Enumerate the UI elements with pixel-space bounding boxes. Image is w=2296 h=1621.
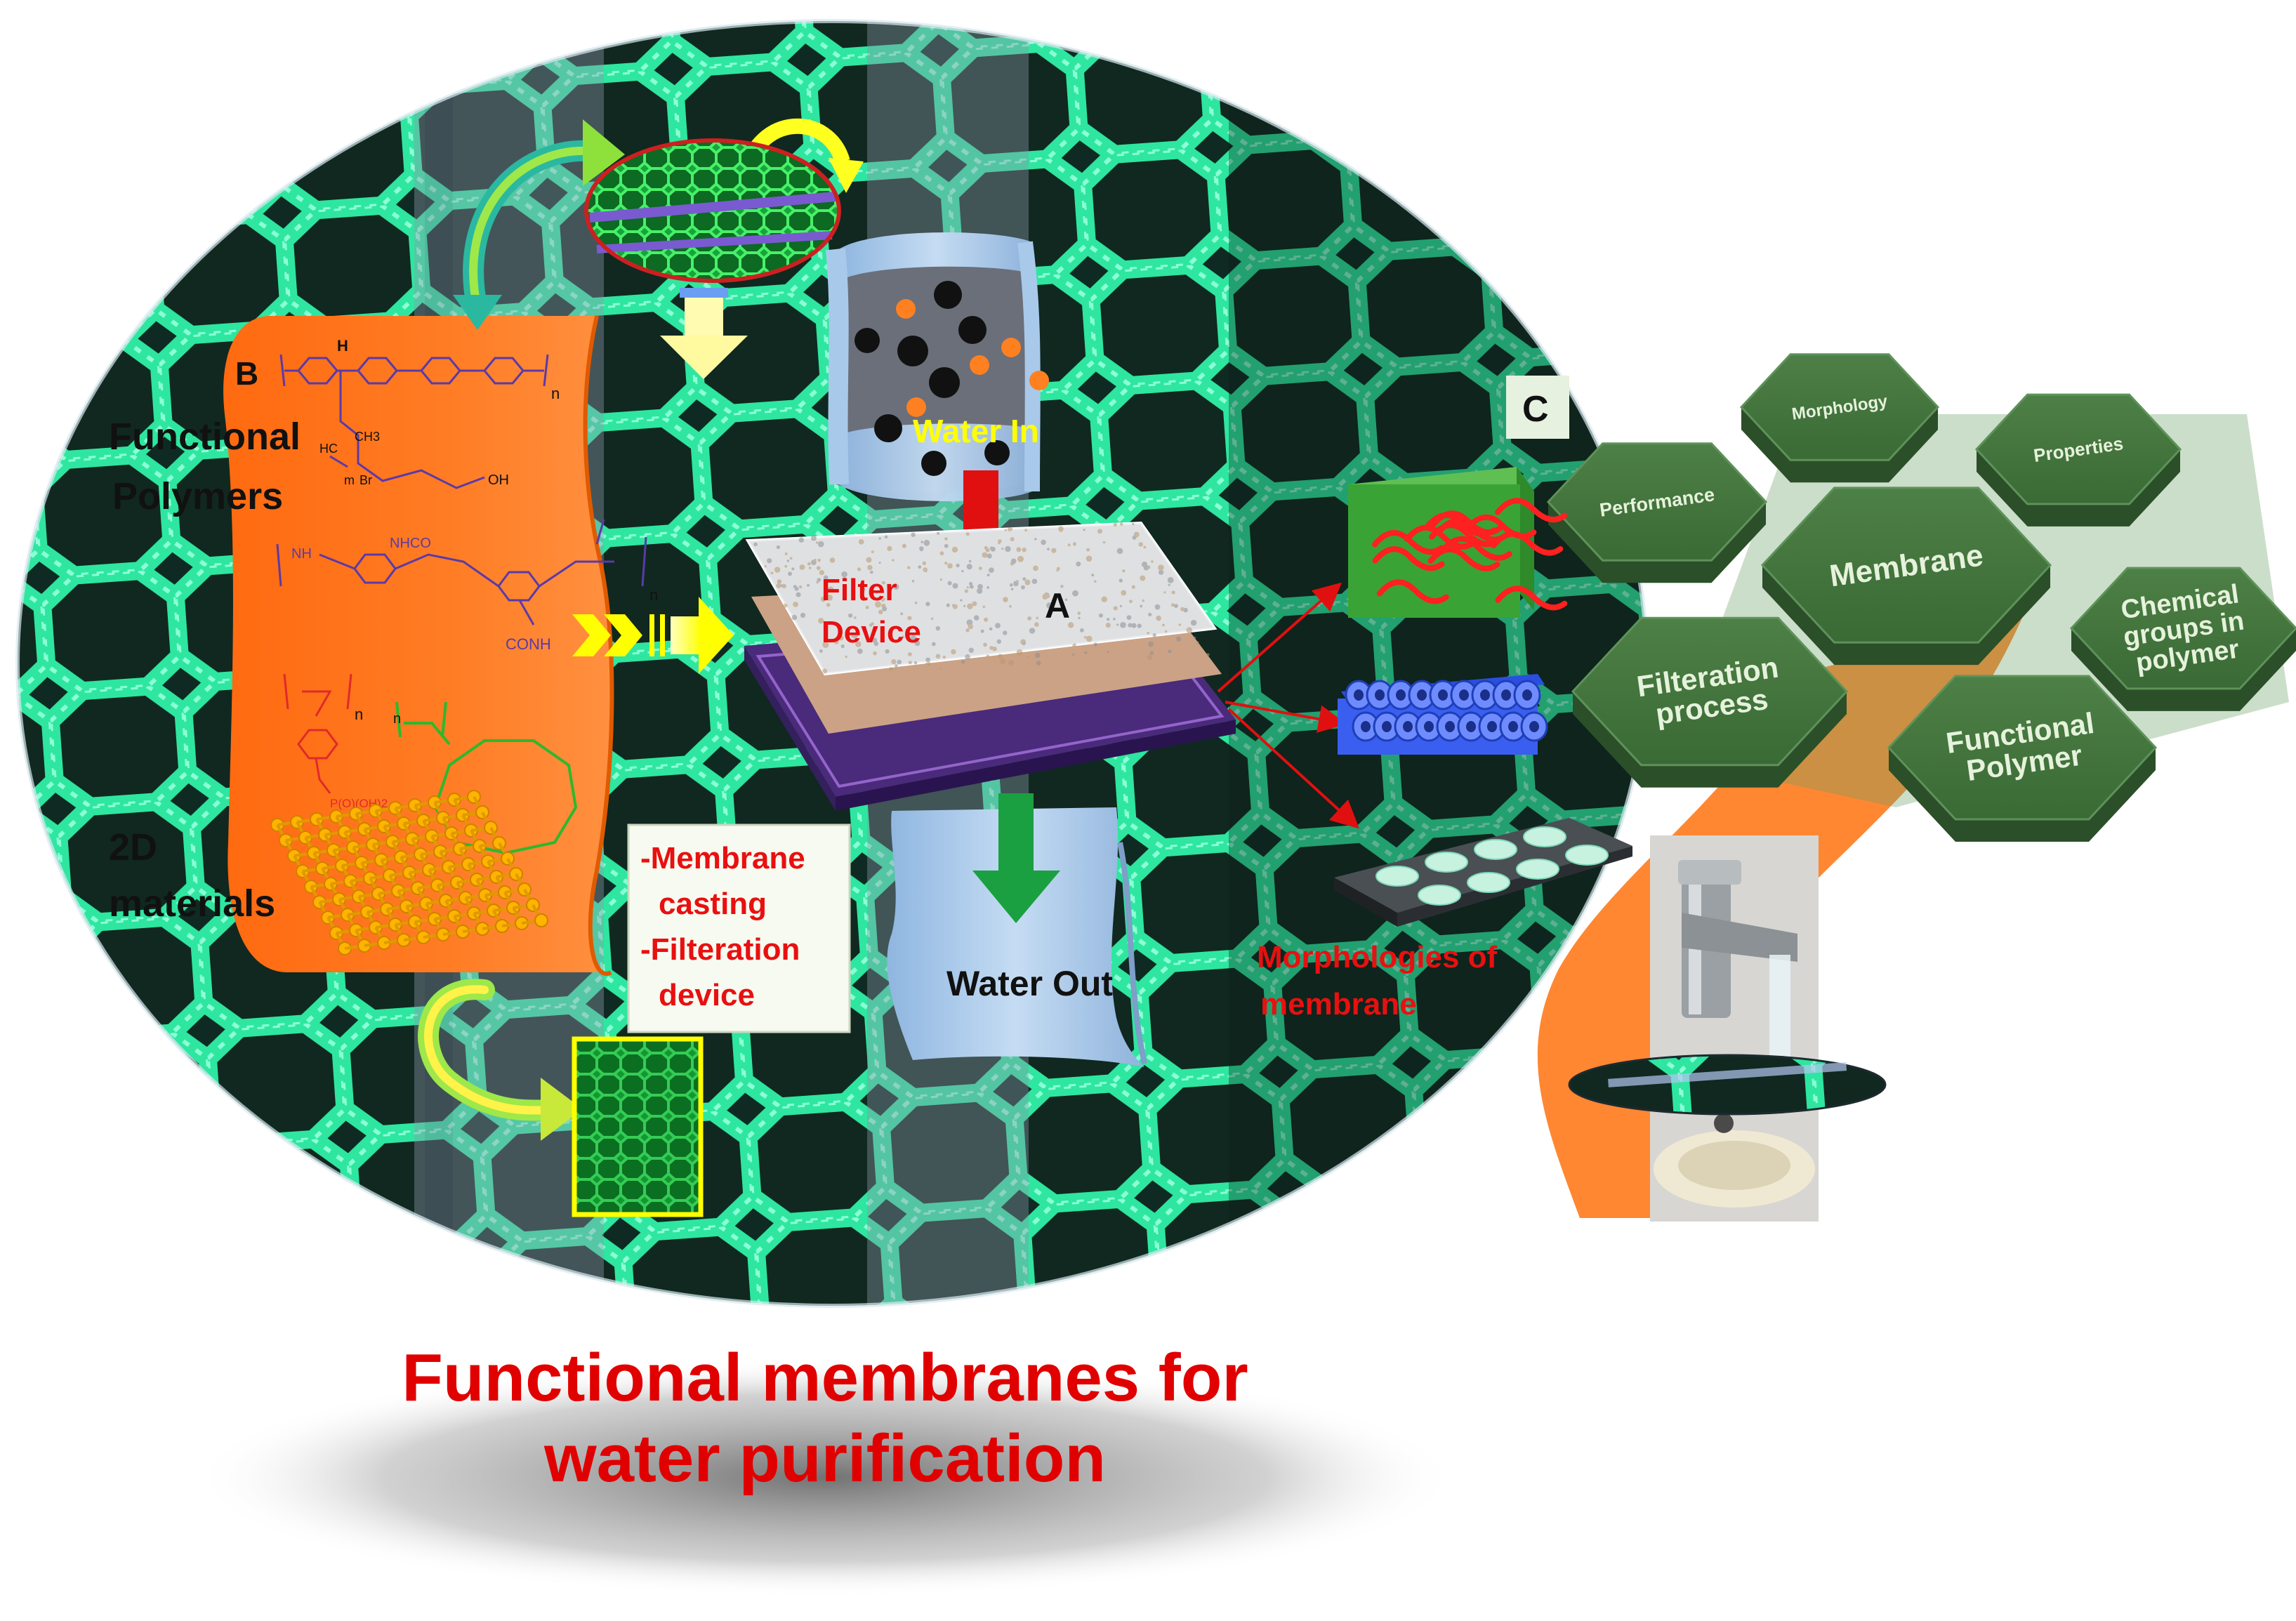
- morphology-porous-tray: [1334, 818, 1632, 927]
- functional-polymers-label-line1: Functional: [109, 416, 301, 458]
- panel-c-letter-box: [1506, 376, 1569, 439]
- functional-polymers-panel: [223, 315, 614, 976]
- yellow-arrow-right: [572, 597, 734, 674]
- 2d-materials-label-line1: 2D: [109, 826, 157, 868]
- filter-device-label-line1: Filter: [822, 573, 897, 607]
- chem-label-n2: n: [649, 586, 658, 604]
- chem-structure-1: [279, 354, 549, 489]
- hexagon-membrane: Membrane: [1760, 487, 2052, 666]
- curved-arrow-top-left: [453, 119, 625, 330]
- hexagon-performance: Performance: [1546, 442, 1768, 583]
- process-line-1: -Membrane: [640, 841, 805, 875]
- chem-label-h: H: [337, 337, 348, 355]
- title-line-1: Functional membranes for: [402, 1340, 1248, 1415]
- panel-c-letter: C: [1522, 389, 1549, 430]
- process-box: [627, 823, 851, 1033]
- chem-structure-2: [276, 519, 647, 626]
- filter-device-stack: [744, 521, 1236, 811]
- water-in-container: [826, 232, 1049, 501]
- red-arrows-to-morphologies: [1217, 582, 1359, 829]
- process-line-2: casting: [659, 887, 767, 921]
- process-line-4: device: [659, 978, 755, 1012]
- hexagon-properties: Properties: [1974, 393, 2182, 527]
- faucet-photo: [1568, 835, 1887, 1222]
- chem-label-n3: n: [355, 706, 363, 723]
- water-out-container: [887, 807, 1147, 1067]
- down-arrow-from-inset: [660, 288, 748, 379]
- chem-label-oh: OH: [488, 472, 509, 488]
- chem-label-nhco: NHCO: [390, 536, 431, 551]
- chem-label-n1: n: [551, 385, 560, 402]
- green-arrow-down: [972, 793, 1060, 923]
- chem-label-hc: HC: [319, 442, 338, 456]
- chem-structure-3: [283, 673, 352, 794]
- morphology-fibrous: [1348, 467, 1568, 618]
- 2d-material-lattice: [270, 790, 548, 955]
- water-out-label: Water Out: [946, 964, 1113, 1003]
- water-in-label: Water In: [913, 413, 1039, 449]
- functional-polymers-label-line2: Polymers: [112, 475, 283, 517]
- chem-label-m: m: [344, 473, 355, 487]
- chem-label-br: Br: [359, 473, 372, 487]
- panel-a-letter: A: [1045, 586, 1070, 626]
- chem-label-n4: n: [393, 711, 401, 727]
- chem-label-conh: CONH: [506, 635, 551, 653]
- green-mesh-photo: [572, 1036, 704, 1217]
- hexagon-morphology: Morphology: [1739, 353, 1940, 483]
- morphologies-label-line1: Morphologies of: [1257, 940, 1498, 974]
- drop-shadow: [193, 1358, 1457, 1597]
- morphology-tubular: [1338, 674, 1548, 755]
- panel-b-letter: B: [235, 355, 258, 392]
- morphologies-label-line2: membrane: [1260, 987, 1417, 1021]
- chem-label-nh: NH: [291, 546, 312, 562]
- chem-label-ch3: CH3: [355, 430, 380, 444]
- 2d-materials-label-line2: materials: [109, 882, 275, 925]
- process-line-3: -Filteration: [640, 932, 800, 967]
- title-line-2: water purification: [543, 1421, 1106, 1496]
- curved-arrow-bottom: [418, 979, 583, 1141]
- mesh-inset-top: [584, 138, 841, 283]
- filter-device-label-line2: Device: [822, 615, 921, 649]
